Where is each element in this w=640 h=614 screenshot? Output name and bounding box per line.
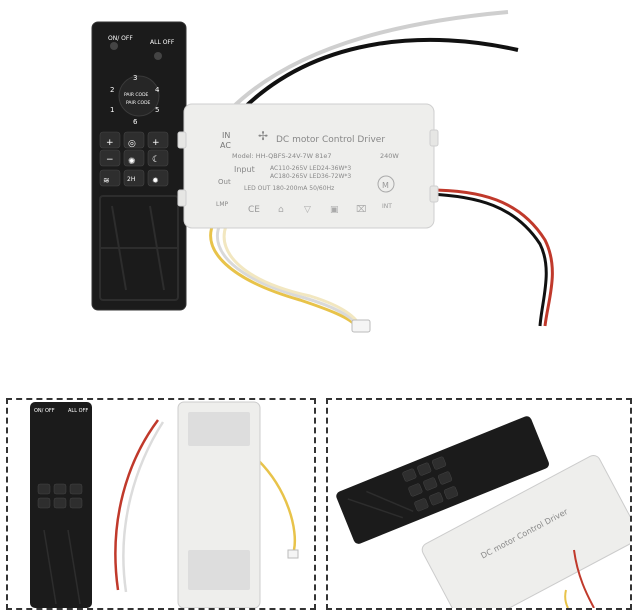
driver-model: Model: HH-QBFS-24V-7W 81e7 [232, 152, 332, 160]
thumb-remote-angled [336, 416, 549, 544]
remote-digit-5: 5 [155, 106, 159, 114]
remote-digit-1: 1 [110, 106, 114, 114]
main-product-photo: ON/ OFF ALL OFF 3 2 4 1 5 6 PAIR CODE PA… [91, 10, 554, 333]
sun-icon: ✹ [152, 176, 159, 185]
driver-box: IN AC ✢ DC motor Control Driver Model: H… [177, 103, 439, 229]
white-wire [228, 10, 509, 112]
recycle-icon: ⌂ [278, 205, 284, 215]
white-wire-lower [215, 223, 360, 327]
moon-icon: ☾ [152, 155, 160, 165]
remote-all-off-label: ALL OFF [150, 39, 175, 46]
thumb-red-wire [114, 419, 160, 591]
main-photo-drawing: ON/ OFF ALL OFF 3 2 4 1 5 6 PAIR CODE PA… [91, 10, 554, 333]
fan-logo-icon: ✢ [258, 129, 268, 143]
remote-on-off-label: ON/ OFF [108, 35, 133, 42]
remote-button-grid [99, 131, 169, 187]
triangle-icon: ▽ [304, 205, 311, 215]
driver-input-label: Input [234, 165, 255, 174]
driver-in-label: IN [222, 131, 230, 140]
remote-dial [118, 75, 160, 117]
thumb-driver-angled: DC motor Control Driver [421, 455, 630, 608]
thumb-connector [287, 549, 299, 559]
fan-icon: ✺ [128, 157, 136, 167]
light-icon: ◎ [128, 139, 136, 149]
red-wire [427, 188, 554, 327]
thumb-white-wire [122, 421, 165, 593]
wind-icon: ≋ [103, 176, 110, 185]
driver-m-mark: M [382, 181, 389, 190]
remote-pair-code-label: PAIR CODE [124, 92, 149, 98]
all-off-button [154, 52, 162, 60]
thumb-right-yellow-wire [564, 589, 569, 608]
m-mark-circle [377, 175, 395, 193]
remote-digit-2: 2 [110, 86, 114, 94]
driver-power: 240W [380, 152, 399, 160]
thumb-yellow-wire [257, 459, 297, 551]
thumbnail-left[interactable]: ON/ OFF ALL OFF [6, 398, 316, 610]
black-wire-right [427, 192, 548, 327]
driver-out-label: Out [218, 178, 231, 186]
thumbnail-right-drawing: DC motor Control Driver [336, 416, 630, 608]
minus-icon: − [106, 155, 114, 165]
thumb-remote-all-off: ALL OFF [68, 408, 88, 414]
driver-led-out: LED OUT 180-200mA 50/60Hz [244, 185, 334, 192]
wire-connector [351, 319, 371, 333]
driver-ac-label: AC [220, 141, 231, 150]
square-icon: ▣ [330, 205, 339, 215]
driver-int-mark: INT [382, 203, 392, 210]
remote-digit-4: 4 [155, 86, 160, 94]
power-button [110, 42, 118, 50]
remote-digit-3: 3 [133, 74, 137, 82]
remote-pair-code-label-2: PAIR CODE [126, 100, 151, 106]
plus-icon-right: + [152, 138, 160, 148]
thumb-right-red-wire [573, 549, 595, 608]
black-wire [242, 37, 519, 110]
thumb-remote-on-off: ON/ OFF [34, 408, 55, 414]
thumbnail-right[interactable]: DC motor Control Driver [326, 398, 632, 610]
thumb-driver-vents [188, 412, 250, 590]
ce-mark: CE [248, 205, 260, 215]
plus-icon: + [106, 138, 114, 148]
yellow-wire [209, 221, 358, 328]
cream-wire [222, 225, 362, 327]
remote-timer-label: 2H [127, 176, 135, 183]
bin-icon: ⌧ [356, 205, 366, 215]
driver-input-line-2: AC180-265V LED36-72W*3 [270, 173, 351, 180]
thumb-remote-buttons [37, 483, 83, 509]
battery-cover [99, 195, 179, 301]
driver-lmp-label: LMP [216, 201, 229, 208]
remote-digit-6: 6 [133, 118, 138, 126]
driver-title: DC motor Control Driver [276, 135, 385, 145]
driver-input-line-1: AC110-265V LED24-36W*3 [270, 165, 351, 172]
thumbnail-left-drawing: ON/ OFF ALL OFF [30, 401, 299, 608]
thumb-battery-cover [43, 529, 81, 605]
